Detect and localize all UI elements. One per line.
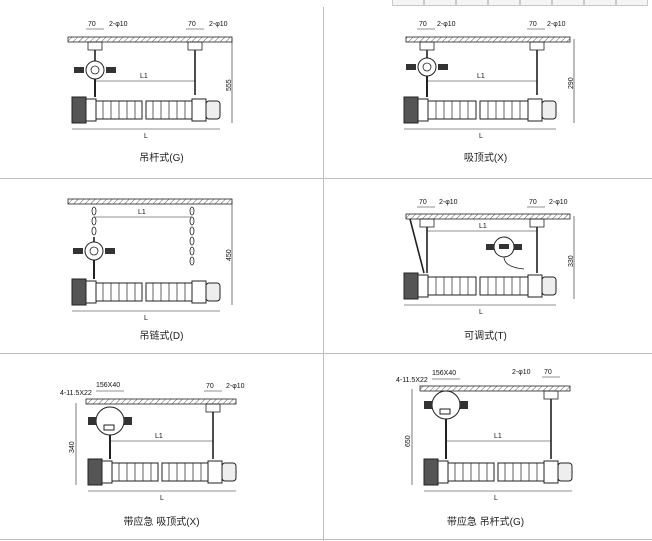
dim-right-top: 70 — [529, 199, 537, 206]
dim-height: 650 — [405, 435, 412, 447]
dim-right-top: 70 — [188, 21, 196, 28]
dim-mount-holes: 4-11.5X22 — [396, 377, 428, 384]
ceiling-type-drawing: 70 2-φ10 70 2-φ10 L1 L 290 — [403, 21, 575, 140]
dim-length: L — [144, 133, 148, 140]
dim-left-top: 70 — [88, 21, 96, 28]
panel-caption: 吸顶式(X) — [463, 153, 508, 164]
panel-rod-type: 70 2-φ10 70 2-φ10 L1 L 555 — [0, 7, 323, 179]
dim-height: 555 — [226, 79, 233, 91]
emergency-ceiling-drawing: 4-11.5X22 156X40 70 2-φ10 L1 L 340 — [60, 382, 245, 502]
dim-box-size: 156X40 — [432, 370, 456, 377]
dim-span: L1 — [477, 73, 485, 80]
dim-box-size: 156X40 — [96, 382, 120, 389]
dim-right-top: 70 — [206, 383, 214, 390]
dim-span: L1 — [138, 209, 146, 216]
adjustable-type-drawing: 70 2-φ10 70 2-φ10 L1 L 330 — [403, 199, 575, 316]
emergency-rod-drawing: 4-11.5X22 156X40 70 2-φ10 L1 L 650 — [396, 369, 573, 502]
dim-height: 290 — [568, 77, 575, 89]
dim-right-hole: 2-φ10 — [226, 383, 245, 390]
dim-right-hole: 2-φ10 — [547, 21, 566, 28]
dim-span: L1 — [479, 223, 487, 230]
panel-chain-type: L1 L 450 吊链式(D) — [0, 181, 323, 353]
panel-caption: 吊杆式(G) — [139, 153, 184, 164]
panel-emergency-ceiling-type: 4-11.5X22 156X40 70 2-φ10 L1 L 340 带应急 吸… — [0, 355, 323, 527]
chain-type-drawing: L1 L 450 — [67, 198, 233, 322]
dim-left-hole: 2-φ10 — [439, 199, 458, 206]
dim-right-top: 70 — [544, 369, 552, 376]
grid-divider-row1 — [0, 178, 652, 179]
panel-caption: 带应急 吸顶式(X) — [123, 517, 200, 527]
panel-caption: 带应急 吊杆式(G) — [446, 517, 525, 527]
dim-length: L — [479, 309, 483, 316]
dim-left-top: 70 — [419, 21, 427, 28]
dim-length: L — [479, 133, 483, 140]
dim-height: 330 — [568, 255, 575, 267]
panel-ceiling-type: 70 2-φ10 70 2-φ10 L1 L 290 吸顶式(X) — [324, 7, 647, 179]
dim-length: L — [494, 495, 498, 502]
dim-height: 340 — [69, 441, 76, 453]
dim-right-hole: 2-φ10 — [549, 199, 568, 206]
dim-right-top: 70 — [529, 21, 537, 28]
grid-vertical-divider — [323, 7, 324, 541]
grid-divider-bottom — [0, 539, 652, 540]
panel-caption: 可调式(T) — [464, 331, 507, 342]
dim-mount-holes: 4-11.5X22 — [60, 390, 92, 397]
dim-span: L1 — [494, 433, 502, 440]
rod-type-drawing: 70 2-φ10 70 2-φ10 L1 L 555 — [67, 21, 233, 140]
dim-height: 450 — [226, 249, 233, 261]
grid-divider-row2 — [0, 353, 652, 354]
dim-left-hole: 2-φ10 — [437, 21, 456, 28]
dim-span: L1 — [140, 73, 148, 80]
dim-left-hole: 2-φ10 — [109, 21, 128, 28]
dim-length: L — [144, 315, 148, 322]
panel-adjustable-type: 70 2-φ10 70 2-φ10 L1 L 330 可调式(T) — [324, 181, 647, 353]
window-top-strip — [392, 0, 652, 7]
dim-right-hole: 2-φ10 — [209, 21, 228, 28]
dim-span: L1 — [155, 433, 163, 440]
panel-emergency-rod-type: 4-11.5X22 156X40 70 2-φ10 L1 L 650 带应急 吊… — [324, 355, 647, 527]
panel-caption: 吊链式(D) — [139, 331, 184, 342]
dim-length: L — [160, 495, 164, 502]
dim-left-top: 70 — [419, 199, 427, 206]
dim-right-hole: 2-φ10 — [512, 369, 531, 376]
